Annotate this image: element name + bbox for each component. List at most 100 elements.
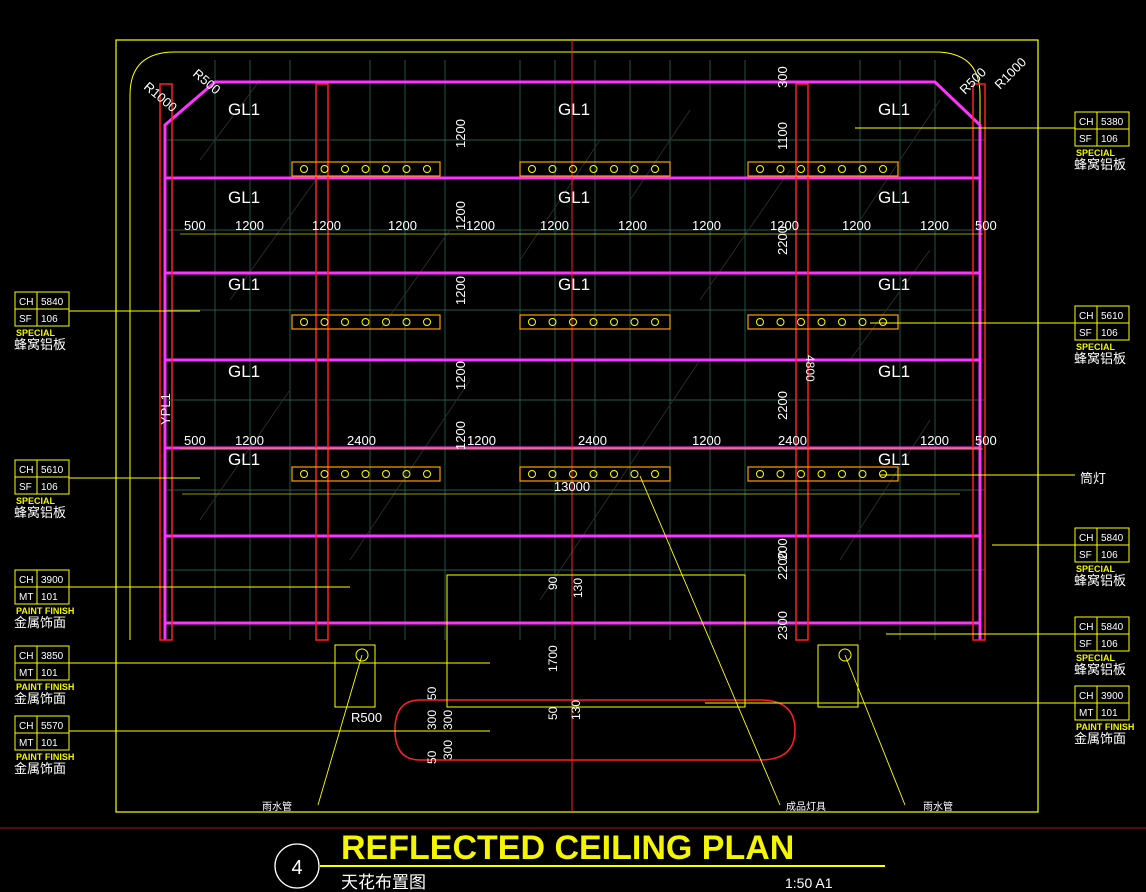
dim-value: 1200: [842, 218, 871, 233]
downlight-strip: [519, 466, 671, 482]
entry-dim: 130: [571, 578, 585, 598]
svg-text:CH: CH: [1079, 117, 1093, 128]
svg-text:PAINT FINISH: PAINT FINISH: [1076, 722, 1134, 732]
dim-vertical: 2200: [775, 391, 790, 420]
svg-text:CH: CH: [1079, 533, 1093, 544]
entry-dim: 1700: [546, 645, 560, 672]
downlight-icon: [341, 470, 349, 478]
downlight-strip: [291, 161, 441, 177]
downlight-icon: [402, 165, 411, 173]
svg-text:蜂窝铝板: 蜂窝铝板: [14, 337, 66, 352]
downlight-icon: [361, 165, 370, 173]
downlight-icon: [838, 318, 846, 326]
downlight-icon: [300, 165, 308, 173]
svg-text:金属饰面: 金属饰面: [14, 691, 66, 706]
entry-dim: 300: [441, 740, 455, 760]
dim-value: 1200: [920, 218, 949, 233]
downlight-strip: [291, 466, 441, 482]
downlight-icon: [382, 470, 390, 478]
panel-label: GL1: [878, 100, 910, 119]
downlight-icon: [361, 470, 370, 478]
leader-line: [639, 475, 781, 806]
downlight-icon: [858, 470, 867, 478]
svg-text:MT: MT: [19, 592, 33, 603]
downlight-icon: [528, 165, 536, 173]
dim-value: 2400: [347, 433, 376, 448]
svg-text:106: 106: [1101, 328, 1118, 339]
entry-dim: 300: [425, 710, 439, 730]
panel-label: GL1: [228, 100, 260, 119]
drawing-number-circle: [274, 843, 320, 889]
dim-value: 1200: [467, 433, 496, 448]
svg-text:CH: CH: [1079, 622, 1093, 633]
svg-text:蜂窝铝板: 蜂窝铝板: [1074, 662, 1126, 677]
downlight-icon: [879, 165, 887, 173]
downlight-icon: [300, 318, 308, 326]
svg-text:CH: CH: [19, 651, 33, 662]
downlight-icon: [879, 318, 887, 326]
downlight-icon: [528, 470, 536, 478]
drawing-subtitle: 天花布置图: [341, 873, 426, 892]
svg-text:5610: 5610: [1101, 311, 1124, 322]
svg-text:CH: CH: [1079, 691, 1093, 702]
panel-label: GL1: [878, 188, 910, 207]
leader-line: [317, 654, 363, 806]
entry-dim: 300: [441, 710, 455, 730]
dim-value: 1200: [692, 218, 721, 233]
svg-text:SPECIAL: SPECIAL: [16, 496, 56, 506]
dim-value: 1200: [235, 218, 264, 233]
panel-label: GL1: [228, 188, 260, 207]
rain-pipe-right-icon: [838, 648, 852, 662]
dim-vertical: 1200: [453, 361, 468, 390]
svg-text:金属饰面: 金属饰面: [14, 761, 66, 776]
downlight-icon: [423, 165, 431, 173]
svg-text:CH: CH: [19, 575, 33, 586]
svg-text:金属饰面: 金属饰面: [14, 615, 66, 630]
svg-text:MT: MT: [1079, 708, 1093, 719]
entry-dim: 90: [546, 576, 560, 590]
svg-text:106: 106: [41, 314, 58, 325]
pipe-radius-label: R500: [351, 710, 382, 725]
downlight-icon: [569, 165, 577, 173]
downlight-icon: [630, 470, 639, 478]
downlight-strip: [519, 161, 671, 177]
downlight-strip: [747, 314, 899, 330]
svg-text:CH: CH: [19, 721, 33, 732]
svg-text:MT: MT: [19, 738, 33, 749]
downlight-icon: [817, 165, 826, 173]
svg-text:5570: 5570: [41, 721, 64, 732]
svg-text:SF: SF: [1079, 550, 1092, 561]
dim-value: 500: [184, 433, 206, 448]
downlight-icon: [817, 470, 826, 478]
downlight-icon: [610, 470, 618, 478]
rain-pipe-box-left: [334, 644, 376, 708]
svg-text:PAINT FINISH: PAINT FINISH: [16, 682, 74, 692]
svg-text:3900: 3900: [1101, 691, 1124, 702]
downlight-icon: [300, 470, 308, 478]
downlight-icon: [797, 470, 805, 478]
drawing-title: REFLECTED CEILING PLAN: [341, 829, 794, 867]
svg-text:CH: CH: [1079, 311, 1093, 322]
downlight-rows: [291, 161, 899, 482]
panel-label: GL1: [878, 275, 910, 294]
panel-label: GL1: [558, 275, 590, 294]
downlight-icon: [423, 470, 431, 478]
svg-text:5840: 5840: [41, 297, 64, 308]
svg-text:106: 106: [41, 482, 58, 493]
svg-text:SF: SF: [19, 482, 32, 493]
svg-text:蜂窝铝板: 蜂窝铝板: [1074, 157, 1126, 172]
downlight-icon: [341, 165, 349, 173]
svg-text:5840: 5840: [1101, 622, 1124, 633]
svg-text:5610: 5610: [41, 465, 64, 476]
downlight-icon: [528, 318, 536, 326]
downlight-icon: [838, 470, 846, 478]
